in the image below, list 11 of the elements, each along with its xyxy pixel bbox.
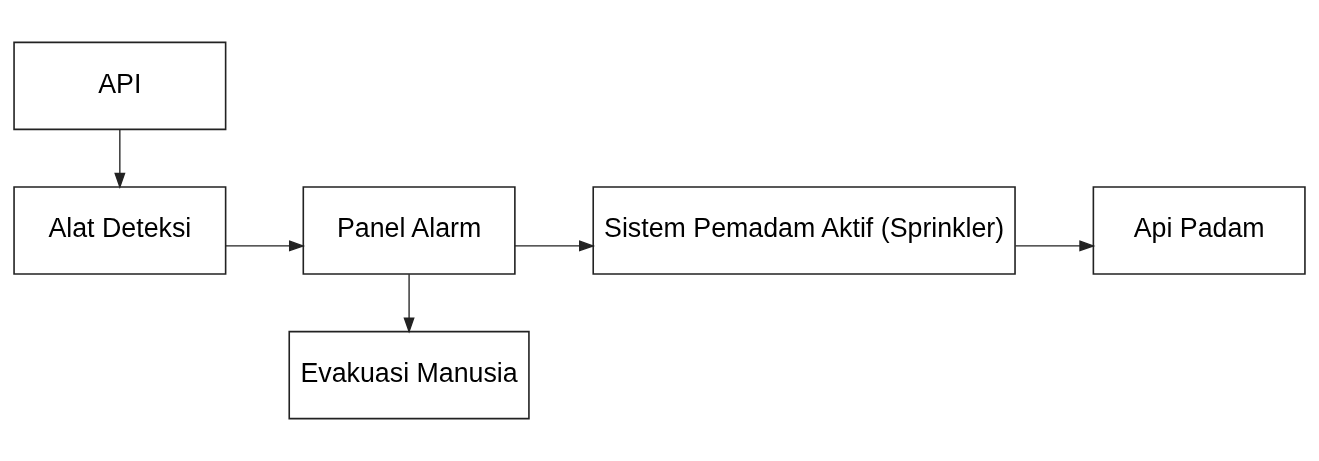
arrow [514,240,596,252]
arrow [1014,240,1096,252]
arrow [114,129,126,189]
arrow [225,240,306,252]
arrow [403,273,415,334]
node-box: Panel Alarm [302,186,516,275]
node-box: Alat Deteksi [13,186,227,275]
node-box: Api Padam [1092,186,1306,275]
node-box: Sistem Pemadam Aktif (Sprinkler) [592,186,1016,275]
node-box: API [13,41,227,131]
node-box: Evakuasi Manusia [288,330,530,420]
